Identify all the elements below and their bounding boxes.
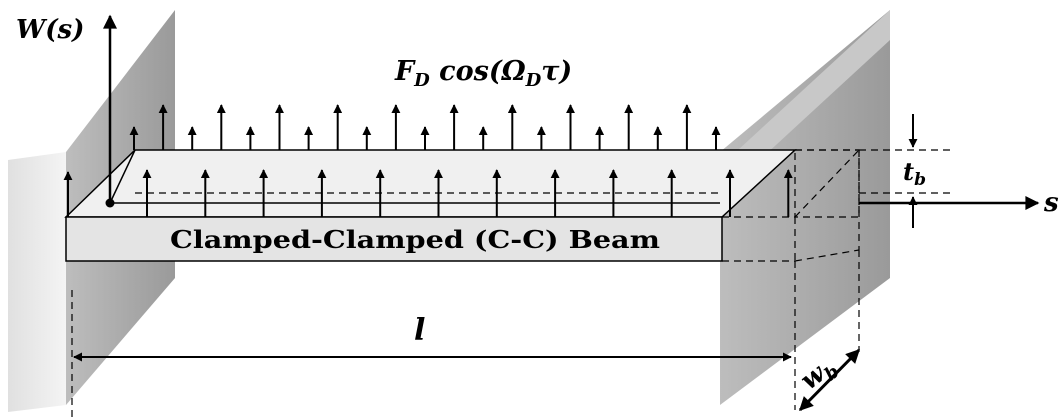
left-wall-side xyxy=(8,152,66,412)
thickness-label-t: t xyxy=(903,157,914,186)
force-label: FD cos(ΩDτ) xyxy=(394,56,572,91)
width-dimension-arrow xyxy=(798,348,861,412)
beam-label: Clamped-Clamped (C-C) Beam xyxy=(170,225,660,254)
s-axis-label: s xyxy=(1043,188,1059,218)
force-label-omega-sub: D xyxy=(525,70,542,91)
beam-front xyxy=(65,216,723,262)
force-label-tau: τ) xyxy=(541,56,572,87)
force-label-f-sub: D xyxy=(413,70,430,91)
force-label-omega: Ω xyxy=(501,56,526,87)
right-wall-face xyxy=(720,10,890,405)
beam-depth-line xyxy=(109,149,136,204)
thickness-label-sub: b xyxy=(914,170,926,190)
length-label: l xyxy=(414,313,425,348)
force-label-cos: cos( xyxy=(430,56,503,87)
force-arrows-back-row xyxy=(129,104,721,150)
w-axis-label: W(s) xyxy=(16,15,84,45)
thickness-label: tb xyxy=(903,157,926,190)
beam-top xyxy=(64,149,797,218)
force-arrows-front-row xyxy=(63,169,793,217)
force-label-f: F xyxy=(394,56,416,87)
right-wall xyxy=(720,10,890,405)
hidden-edges xyxy=(71,149,950,417)
origin-dot xyxy=(105,198,115,208)
right-wall-edge xyxy=(738,10,890,180)
